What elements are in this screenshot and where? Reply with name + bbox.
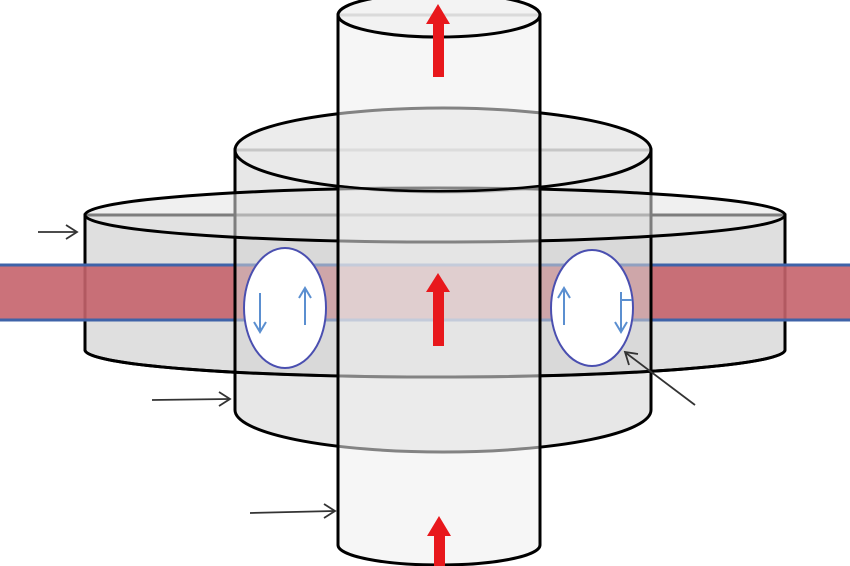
flow-arrow-center-icon: [426, 273, 450, 346]
pointer-arrow-middle-disk-icon: [151, 391, 232, 407]
left-circulation-ellipse: [243, 247, 327, 369]
middle-disk-top-front-rim: [337, 184, 541, 193]
flow-arrow-top-icon: [426, 4, 450, 77]
ellipse-arrow-up-icon: [557, 286, 571, 325]
flow-arrow-bottom-icon: [427, 516, 451, 566]
right-circulation-ellipse: [550, 249, 634, 367]
pointer-arrow-outer-disk-icon: [38, 224, 79, 240]
pointer-arrow-right-ellipse-icon: [623, 350, 696, 406]
ellipse-arrow-down-icon: [614, 292, 632, 334]
ellipse-arrow-up-icon: [298, 286, 312, 325]
pointer-arrow-inner-cylinder-icon: [249, 503, 337, 519]
ellipse-arrow-down-icon: [253, 293, 267, 334]
